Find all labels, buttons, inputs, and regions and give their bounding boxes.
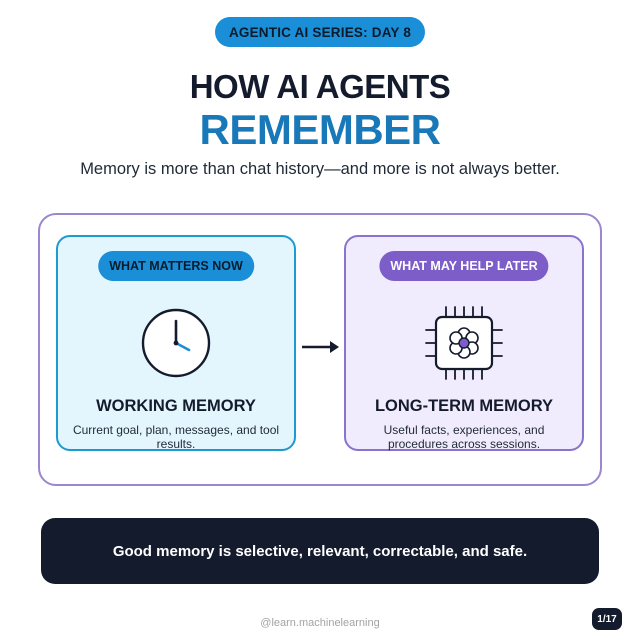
page-subtitle: Memory is more than chat history—and mor… xyxy=(80,160,560,178)
long-term-memory-title: LONG-TERM MEMORY xyxy=(374,397,554,415)
page-title-line-2: REMEMBER xyxy=(199,106,441,153)
working-memory-description: Current goal, plan, messages, and tool r… xyxy=(72,423,280,451)
long-term-memory-tag: WHAT MAY HELP LATER xyxy=(379,251,549,281)
long-term-memory-card: WHAT MAY HELP LATER xyxy=(344,235,584,451)
chip-icon xyxy=(424,303,504,383)
page-indicator: 1/17 xyxy=(592,608,622,630)
series-badge: AGENTIC AI SERIES: DAY 8 xyxy=(215,17,425,47)
arrow-right-icon xyxy=(300,336,340,358)
working-memory-title: WORKING MEMORY xyxy=(96,397,256,415)
page-title-line-1: HOW AI AGENTS xyxy=(189,68,451,105)
takeaway-text: Good memory is selective, relevant, corr… xyxy=(112,542,528,560)
working-memory-tag: WHAT MATTERS NOW xyxy=(98,251,254,281)
takeaway-banner: Good memory is selective, relevant, corr… xyxy=(41,518,599,584)
author-handle: @learn.machinelearning xyxy=(260,617,380,629)
working-memory-card: WHAT MATTERS NOW WORKING MEMORY Current … xyxy=(56,235,296,451)
clock-icon xyxy=(136,303,216,383)
long-term-memory-description: Useful facts, experiences, and procedure… xyxy=(383,423,545,451)
